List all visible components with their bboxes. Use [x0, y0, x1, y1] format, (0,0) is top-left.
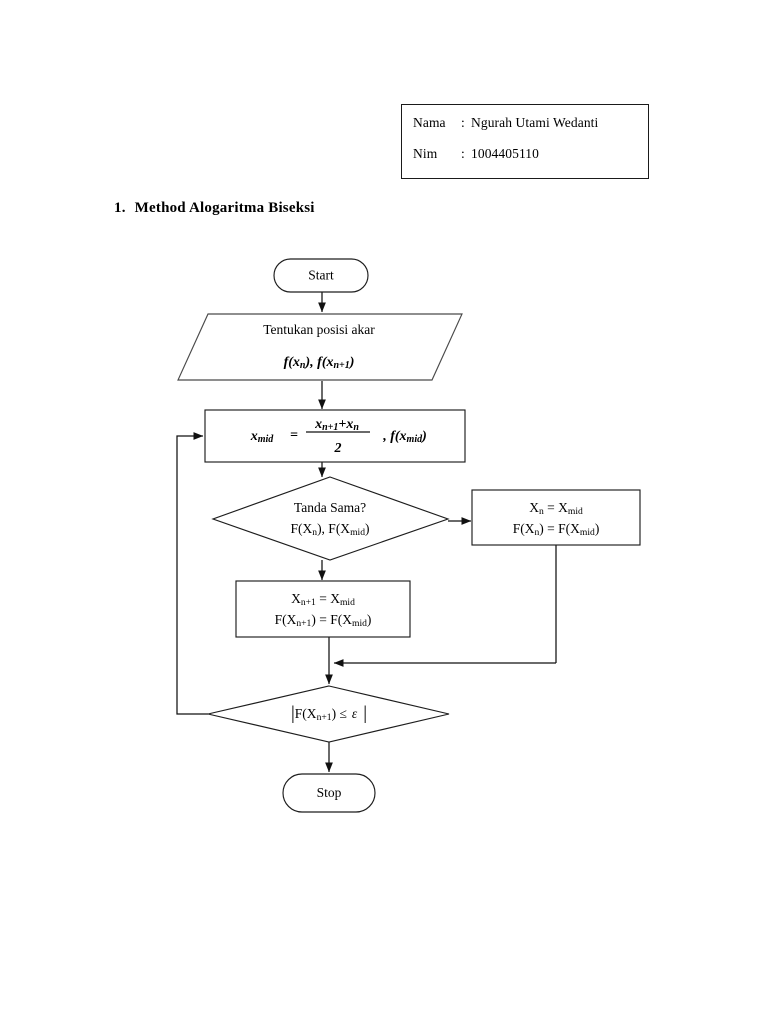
node-update-xn1: Xn+1 = Xmid F(Xn+1) = F(Xmid) [235, 580, 411, 638]
node-same-sign-decision: Tanda Sama? F(Xn), F(Xmid) [211, 476, 450, 561]
node-input-line1: Tentukan posisi akar [263, 322, 375, 337]
identity-value-nim: 1004405110 [471, 146, 539, 161]
node-input-formula: f(xn), f(xn+1) [284, 355, 355, 371]
identity-row-nim: Nim:1004405110 [413, 146, 539, 162]
node-update-xn: Xn = Xmid F(Xn) = F(Xmid) [471, 489, 641, 546]
node-compute-numerator: xn+1+xn [314, 417, 359, 433]
node-start-label: Start [308, 268, 334, 283]
node-compute-denominator: 2 [334, 441, 342, 456]
section-title-text: Method Alogaritma Biseksi [134, 200, 315, 216]
node-compute-lhs: xmid [250, 429, 275, 445]
node-tolerance-expr: |F(Xn+1) ≤ε| [291, 703, 367, 724]
identity-label-nama: Nama [413, 115, 446, 130]
node-stop-label: Stop [317, 785, 342, 800]
section-number: 1. [114, 200, 126, 216]
section-heading: 1. Method Alogaritma Biseksi [114, 200, 315, 217]
identity-separator-nim: : [461, 146, 465, 161]
node-input-roots: Tentukan posisi akar f(xn), f(xn+1) [177, 313, 463, 381]
node-stop: Stop [282, 773, 376, 813]
node-update-xn1-line2: F(Xn+1) = F(Xmid) [275, 612, 372, 629]
node-compute-equals: = [290, 428, 298, 443]
node-decision-line1: Tanda Sama? [294, 500, 366, 515]
flowchart-connectors [176, 292, 557, 773]
identity-header-box: Nama:Ngurah Utami Wedanti Nim:1004405110 [401, 104, 649, 179]
node-tolerance-decision: |F(Xn+1) ≤ε| [207, 685, 450, 743]
node-decision-line2: F(Xn), F(Xmid) [291, 521, 370, 538]
identity-label-nim: Nim [413, 146, 438, 161]
edge-feedback-loop [176, 432, 208, 715]
node-update-xn1-line1: Xn+1 = Xmid [291, 591, 355, 608]
node-compute-mid: xmid = xn+1+xn 2 , f(xmid) [204, 409, 466, 463]
node-update-xn-line1: Xn = Xmid [529, 500, 583, 517]
identity-row-nama: Nama: Ngurah Utami Wedanti [413, 115, 598, 131]
identity-value-nama: Ngurah Utami Wedanti [471, 115, 599, 130]
node-start: Start [273, 258, 369, 293]
identity-separator-nama: : [461, 115, 465, 130]
node-update-xn-line2: F(Xn) = F(Xmid) [513, 521, 600, 538]
node-compute-tail: , f(xmid) [382, 429, 427, 445]
